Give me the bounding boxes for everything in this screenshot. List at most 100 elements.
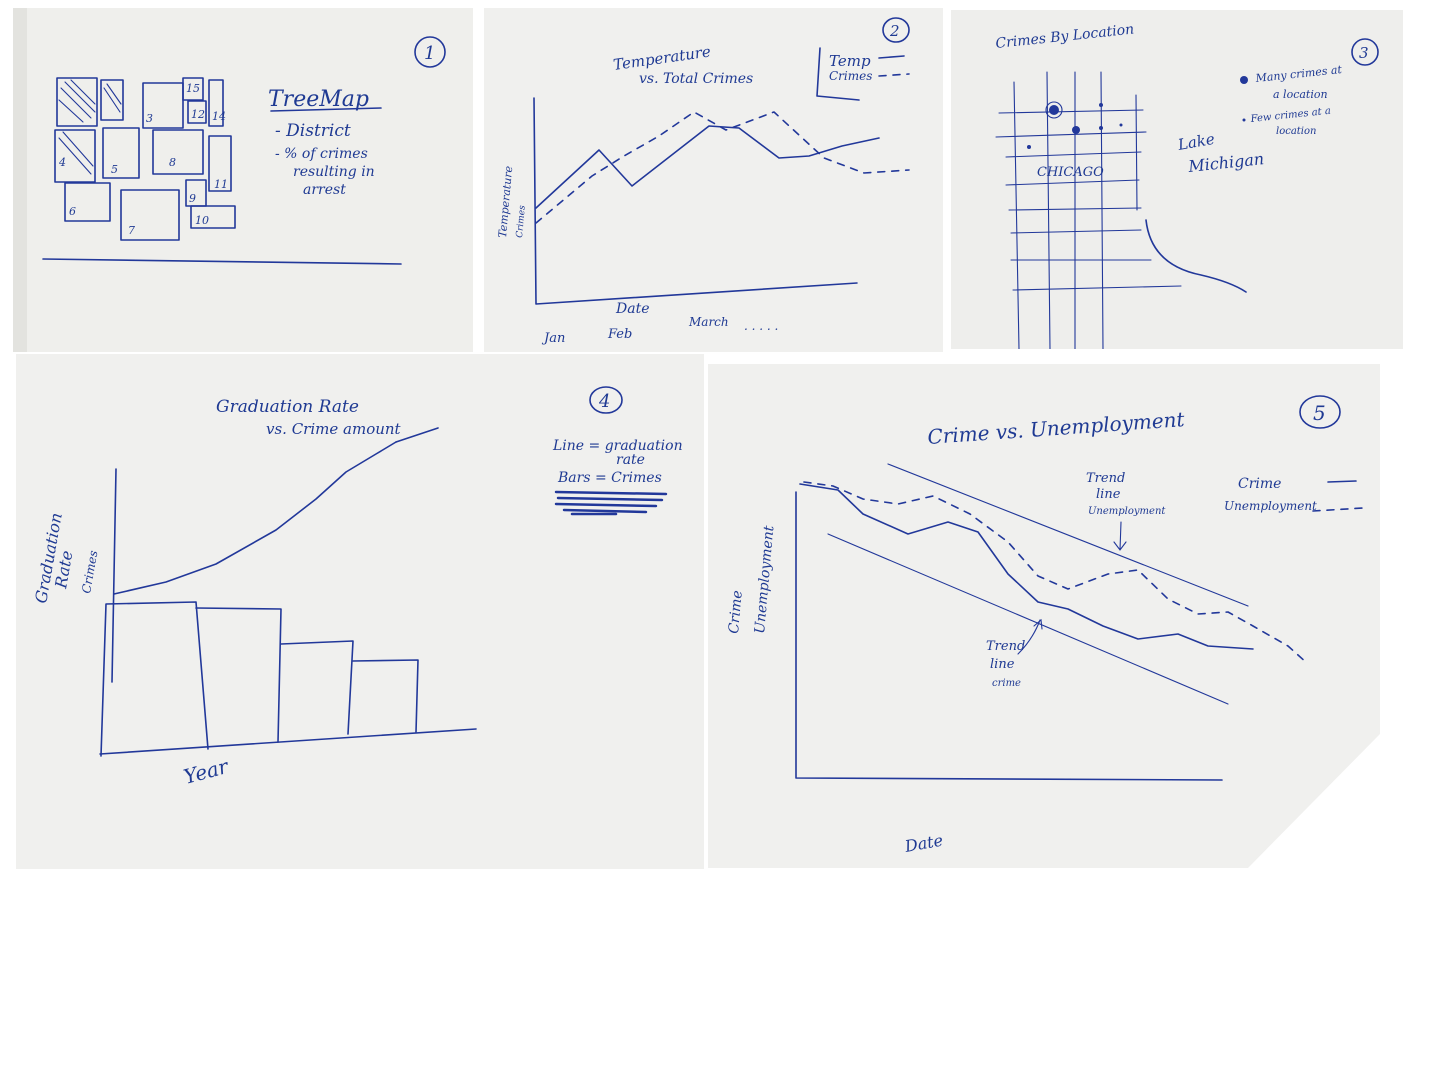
- y-axis-label: Temperature: [496, 165, 515, 238]
- legend-temp-line: [878, 55, 905, 59]
- lake-shoreline: [1145, 219, 1247, 293]
- torn-corner: [1248, 734, 1380, 868]
- treemap-cell: [187, 100, 207, 124]
- cell-label: 8: [169, 156, 176, 169]
- treemap-cell: [208, 135, 232, 192]
- treemap-cell: [182, 77, 204, 101]
- legend-crimes-line: [878, 73, 910, 77]
- sketch-number-circle: [882, 17, 910, 43]
- axes: [99, 468, 477, 755]
- legend-many-2: a location: [1273, 88, 1328, 101]
- sketch-number-circle: [589, 386, 623, 414]
- sketch-number: 4: [598, 391, 610, 412]
- cell-label: 6: [69, 205, 76, 218]
- cell-label: 14: [212, 110, 226, 123]
- sketch-title: Graduation Rate: [216, 397, 359, 417]
- crime-dot-small: [1099, 126, 1103, 130]
- sketch-title-2: vs. Crime amount: [266, 420, 402, 438]
- sketch-number: 5: [1313, 401, 1326, 425]
- legend-crimes: Crimes: [829, 69, 872, 83]
- treemap-cell: [190, 205, 236, 229]
- treemap-cell: [56, 77, 98, 127]
- legend-crime-line: [1327, 480, 1357, 483]
- cell-label: 12: [191, 108, 205, 121]
- x-tick-march: March: [688, 315, 729, 329]
- sketch-number-circle: [1299, 395, 1341, 429]
- crime-bars: [100, 601, 419, 757]
- trend-crime-label-2: line: [990, 657, 1015, 672]
- treemap-cell: [120, 189, 180, 241]
- cell-label: 4: [58, 156, 66, 169]
- sketch-treemap: 1 TreeMap - District - % of crimes resul…: [13, 8, 473, 352]
- baseline: [42, 258, 402, 265]
- cell-label: 5: [111, 163, 118, 176]
- sketch-title: TreeMap: [268, 87, 369, 112]
- cell-label: 11: [214, 178, 228, 191]
- crime-bar: [195, 607, 282, 743]
- legend-unemployment-line: [1312, 507, 1364, 512]
- crime-dot-small: [1027, 145, 1031, 149]
- graduation-chart-drawing: Graduation Rate vs. Crime amount 4 Line …: [16, 354, 704, 869]
- temperature-chart-drawing: 2 Temperature vs. Total Crimes Temp Crim…: [484, 8, 943, 352]
- cell-hatching: [58, 131, 94, 175]
- cell-label: 10: [195, 214, 209, 227]
- trend-crime-label-3: crime: [992, 678, 1021, 689]
- legend-line-2: rate: [616, 452, 645, 468]
- trend-unemp-label-2: line: [1096, 487, 1121, 502]
- bullet-1: - District: [275, 121, 351, 141]
- graduation-line: [113, 441, 397, 595]
- legend-unemployment: Unemployment: [1224, 499, 1317, 513]
- cell-label: 9: [189, 192, 196, 205]
- treemap-cell: [64, 182, 111, 222]
- treemap-cells: [54, 77, 236, 241]
- sketch-crime-unemployment: Crime vs. Unemployment 5 Crime Unemploym…: [708, 364, 1380, 868]
- sketch-number: 1: [424, 43, 435, 64]
- title-underline: [270, 107, 382, 112]
- trend-crime-label: Trend: [986, 639, 1025, 654]
- legend-large-dot: [1240, 76, 1248, 84]
- bullet-2: - % of crimes: [275, 146, 368, 162]
- sketch-crimes-by-location: Crimes By Location 3 CHICAGO Lake Michig…: [951, 10, 1403, 349]
- legend-box: [816, 47, 860, 101]
- crime-dot-large: [1072, 126, 1080, 134]
- crime-dot-small: [1099, 103, 1103, 107]
- title-line-2: vs. Total Crimes: [639, 71, 753, 87]
- trend-unemp-arrow: [1113, 521, 1127, 551]
- treemap-cell: [208, 79, 224, 127]
- legend-small-dot: [1242, 118, 1246, 122]
- y-axis-label-2: Crimes: [515, 205, 528, 239]
- scribble-out: [554, 490, 668, 516]
- sketch-graduation-crime: Graduation Rate vs. Crime amount 4 Line …: [16, 354, 704, 869]
- treemap-cell: [54, 129, 96, 183]
- crime-bar: [352, 659, 419, 733]
- crimes-line: [535, 111, 910, 224]
- treemap-cell: [100, 79, 124, 121]
- cell-hatching: [58, 79, 96, 123]
- sketch-number-circle: [1351, 38, 1379, 66]
- cell-label: 15: [186, 82, 200, 95]
- cell-label: 7: [128, 224, 135, 237]
- legend-line: Line = graduation: [552, 438, 683, 454]
- x-tick-jan: Jan: [541, 331, 565, 346]
- unemployment-chart-drawing: Crime vs. Unemployment 5 Crime Unemploym…: [708, 364, 1380, 868]
- treemap-cell: [152, 129, 204, 175]
- city-label: CHICAGO: [1037, 165, 1104, 180]
- map-drawing: Crimes By Location 3 CHICAGO Lake Michig…: [951, 10, 1403, 349]
- crime-dot-ring: [1045, 101, 1063, 119]
- treemap-cell: [102, 127, 140, 179]
- axes: [795, 491, 1223, 781]
- legend-bars: Bars = Crimes: [557, 470, 662, 486]
- axes: [533, 97, 858, 305]
- trend-line-crime: [827, 533, 1229, 705]
- temp-line: [535, 125, 880, 209]
- legend-crime: Crime: [1238, 476, 1281, 492]
- sketch-number: 3: [1359, 44, 1369, 62]
- sketch-number: 2: [889, 22, 900, 40]
- trend-unemp-label: Trend: [1086, 471, 1125, 486]
- graduation-line-end: [395, 427, 439, 443]
- cell-label: 3: [146, 112, 153, 125]
- treemap-drawing: 1 TreeMap - District - % of crimes resul…: [13, 8, 473, 352]
- crime-bar: [100, 601, 209, 757]
- x-tick-more: . . . . .: [744, 319, 778, 333]
- street-grid: [995, 71, 1182, 349]
